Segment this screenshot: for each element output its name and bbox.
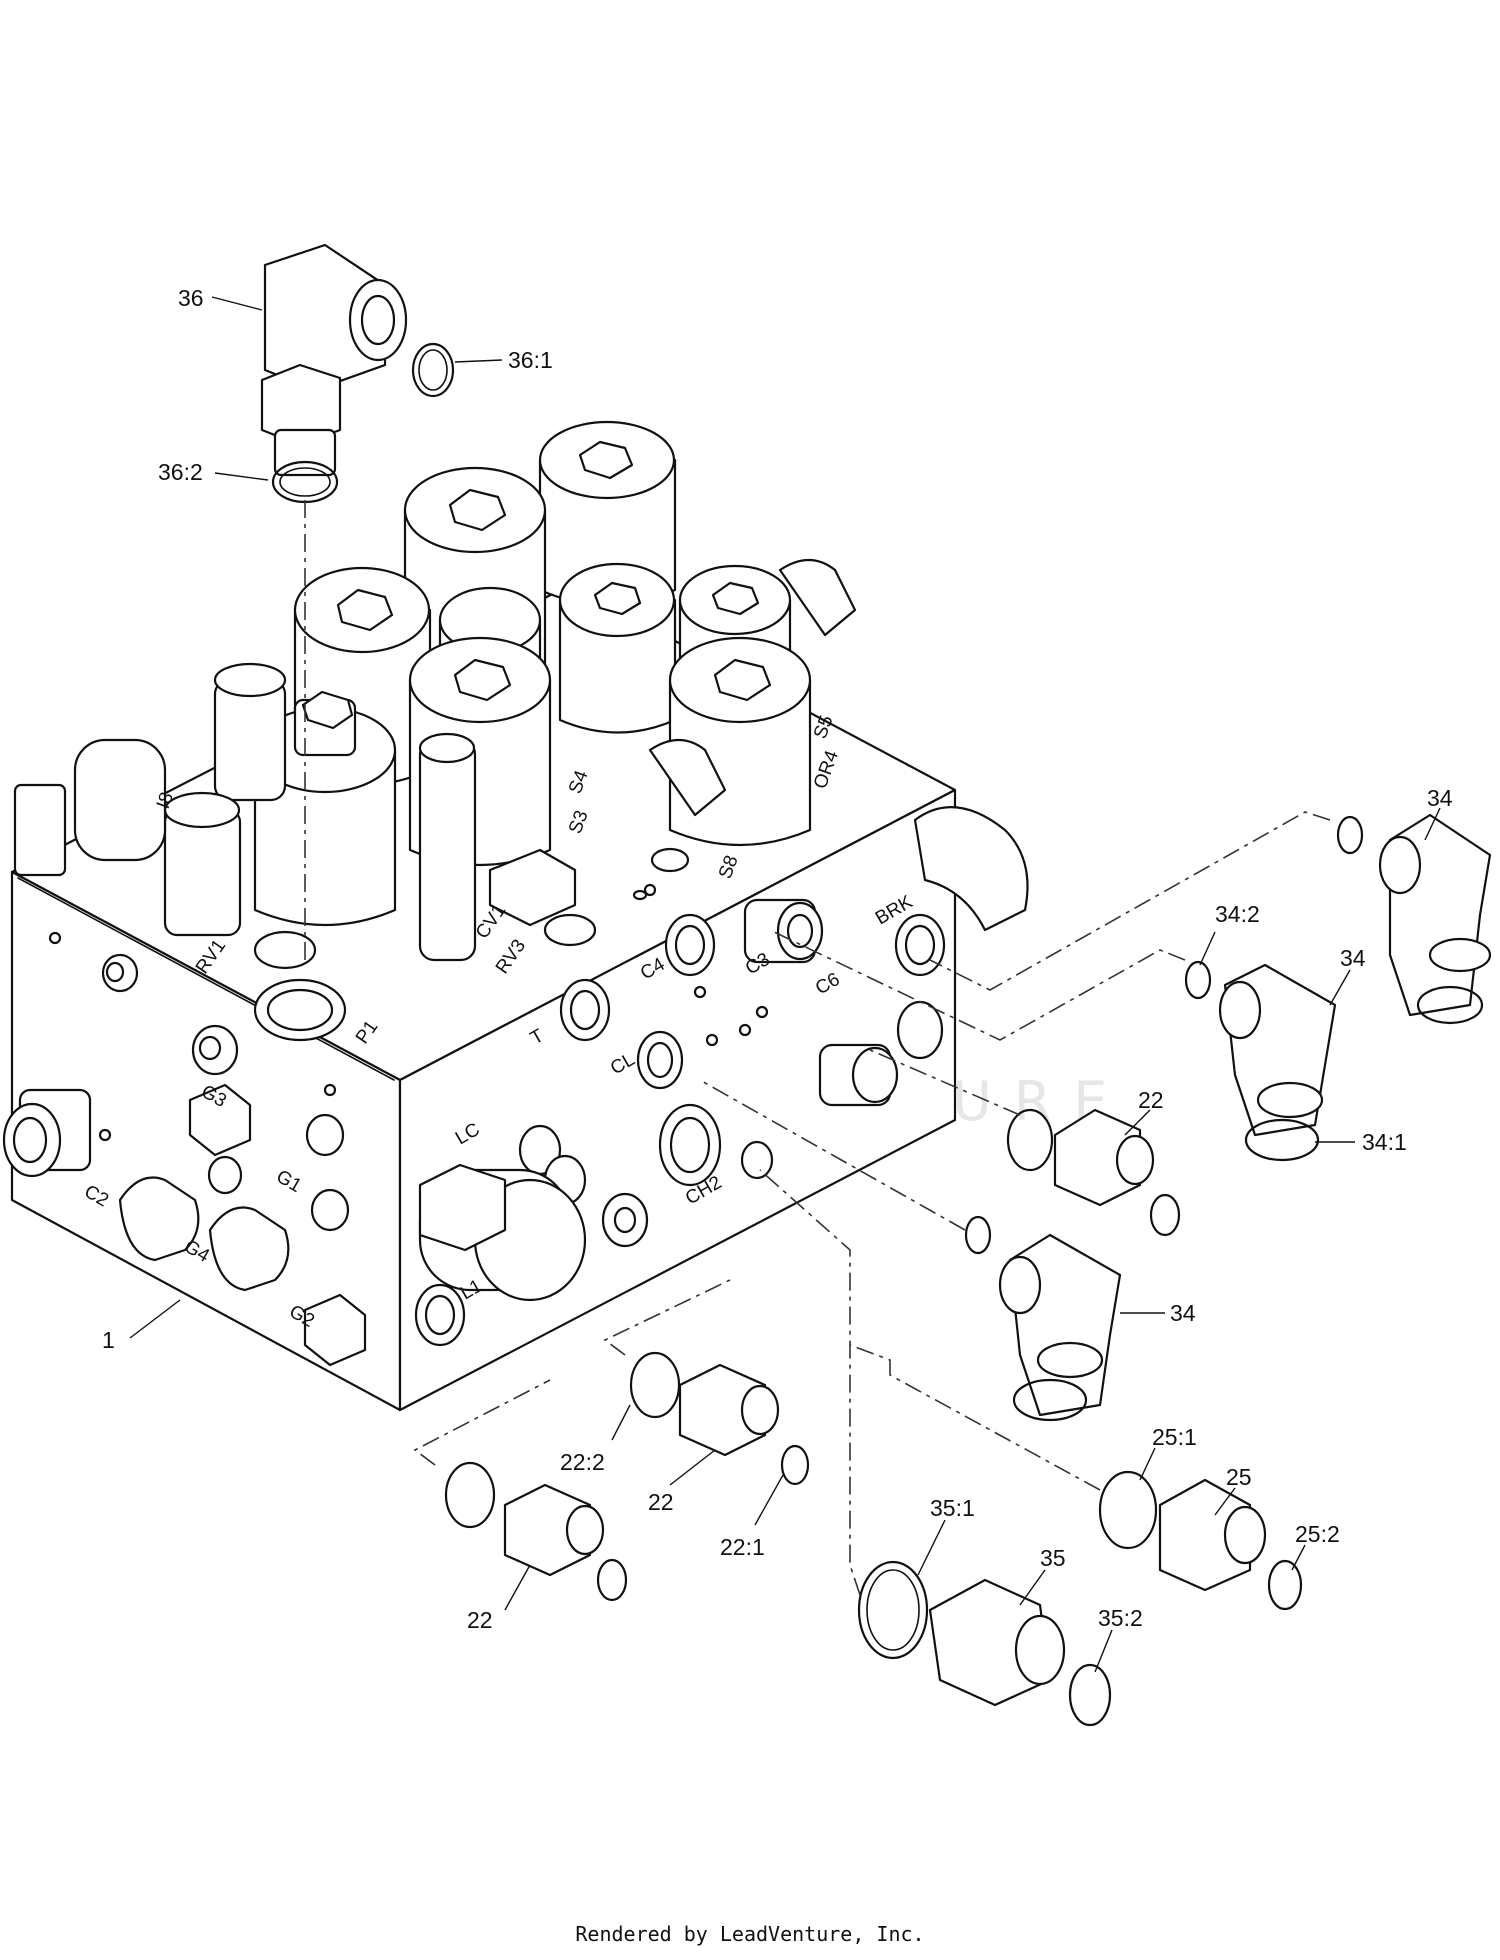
callout-34-c: 34 [1170, 1300, 1196, 1326]
callout-25-2: 25:2 [1295, 1521, 1340, 1547]
callout-36: 36 [178, 285, 204, 311]
callout-22-b: 22 [648, 1489, 674, 1515]
callout-34-b: 34 [1340, 945, 1366, 971]
callout-34-a: 34 [1427, 785, 1453, 811]
callout-leaders [129, 296, 1441, 1673]
callout-1: 1 [102, 1327, 115, 1353]
callout-35-1: 35:1 [930, 1495, 975, 1521]
callout-35-2: 35:2 [1098, 1605, 1143, 1631]
callout-34-2: 34:2 [1215, 901, 1260, 927]
callout-22-2: 22:2 [560, 1449, 605, 1475]
callout-labels: 36 36:1 36:2 34 34:2 34 34:1 22 34 1 22:… [102, 285, 1453, 1633]
exploded-fittings [260, 243, 1492, 1727]
port-label-i8: I8 [153, 790, 178, 812]
left-face-fittings [2, 931, 367, 1367]
callout-25: 25 [1226, 1464, 1252, 1490]
callout-36-1: 36:1 [508, 347, 553, 373]
top-solenoid-valves [13, 420, 857, 1042]
callout-22-c: 22 [467, 1607, 493, 1633]
footer-credit: Rendered by LeadVenture, Inc. [575, 1922, 925, 1946]
right-face-ports [414, 806, 1029, 1347]
callout-36-2: 36:2 [158, 459, 203, 485]
callout-22-1: 22:1 [720, 1534, 765, 1560]
callout-34-1: 34:1 [1362, 1129, 1407, 1155]
callout-22-a: 22 [1138, 1087, 1164, 1113]
callout-25-1: 25:1 [1152, 1424, 1197, 1450]
callout-35: 35 [1040, 1545, 1066, 1571]
